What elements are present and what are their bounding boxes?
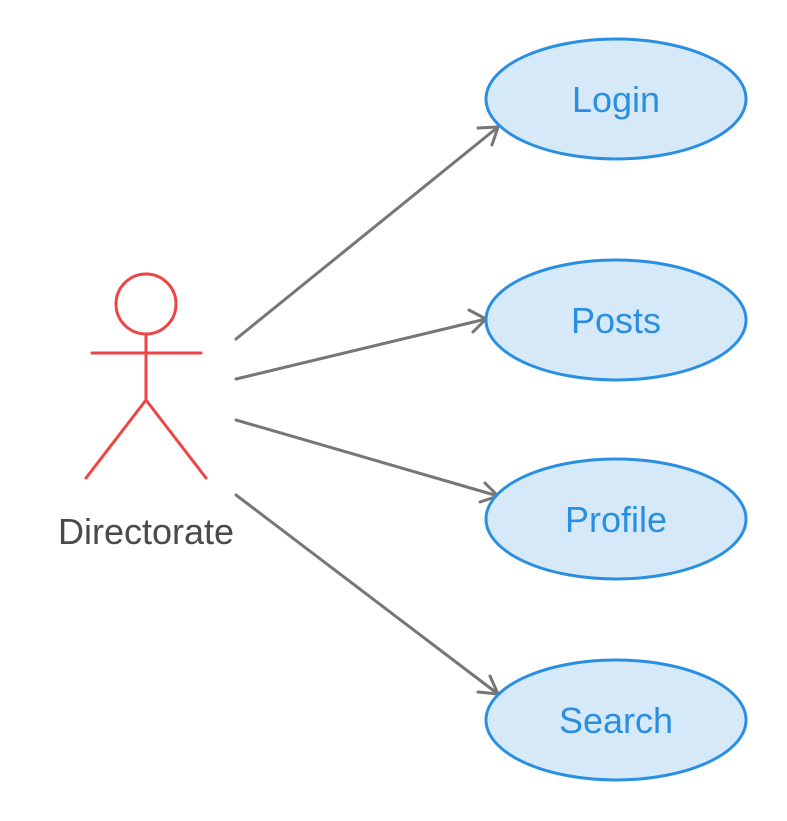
use-case-label: Search (559, 700, 673, 741)
actor-left-leg (84, 398, 148, 480)
actor-head (114, 272, 178, 336)
use-case-ellipse (484, 658, 748, 782)
use-case-login[interactable]: Login (484, 37, 748, 161)
use-case-search[interactable]: Search (484, 658, 748, 782)
actor-label: Directorate (58, 511, 234, 552)
association-line (234, 317, 488, 381)
associations (234, 125, 500, 696)
actor-right-leg (144, 398, 208, 480)
association-search (234, 493, 500, 696)
use-case-ellipse (484, 258, 748, 382)
use-case-ellipse (484, 37, 748, 161)
use-case-posts[interactable]: Posts (484, 258, 748, 382)
use-case-label: Login (572, 79, 660, 120)
association-line (234, 418, 500, 498)
use-case-ellipse (484, 457, 748, 581)
association-line (234, 493, 500, 696)
association-posts (234, 308, 488, 381)
use-case-profile[interactable]: Profile (484, 457, 748, 581)
use-case-label: Posts (571, 300, 661, 341)
arrowhead-icon (476, 125, 500, 147)
association-profile (234, 418, 500, 504)
use-case-label: Profile (565, 499, 667, 540)
association-login (234, 125, 500, 341)
actor-directorate[interactable]: Directorate (58, 272, 234, 552)
association-line (234, 125, 500, 341)
